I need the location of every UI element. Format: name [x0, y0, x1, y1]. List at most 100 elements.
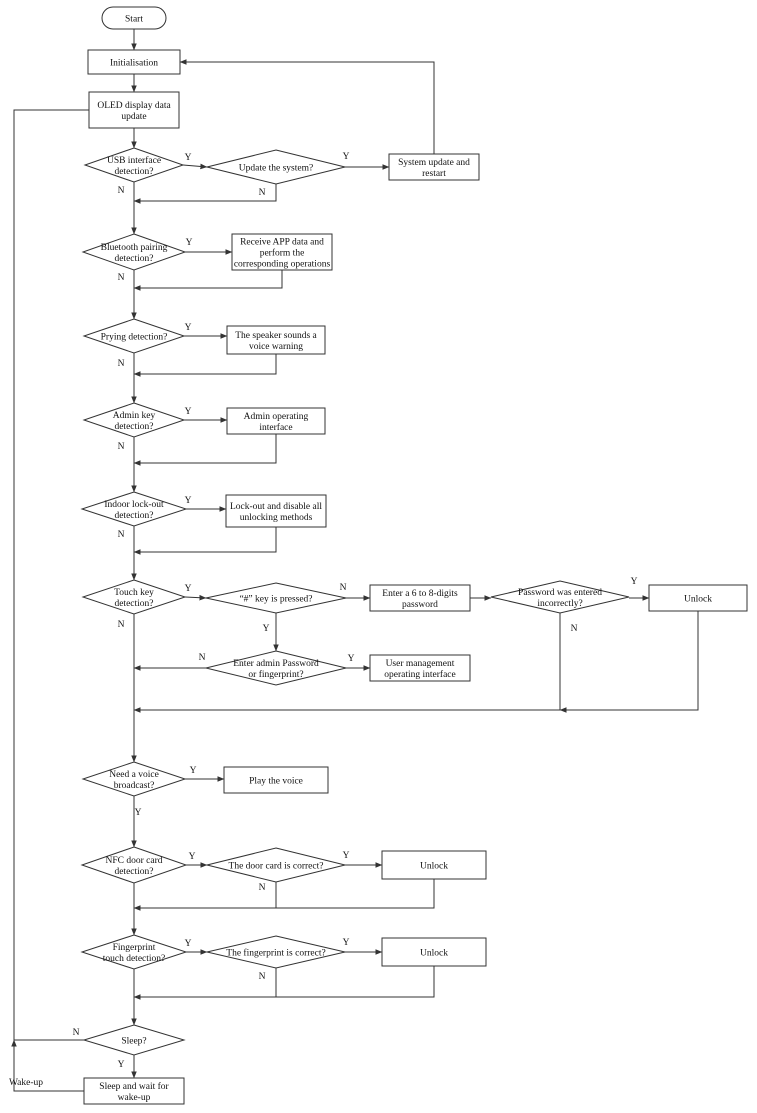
process-shape	[388, 153, 480, 181]
connector	[133, 270, 283, 291]
node-label: operating interface	[384, 669, 455, 680]
no-label: N	[259, 188, 266, 198]
connector	[133, 184, 277, 204]
no-label: N	[118, 620, 125, 630]
process-shape	[381, 937, 487, 967]
node-label: Unlock	[420, 862, 448, 872]
decision-shape	[83, 147, 185, 183]
process-shape	[223, 766, 329, 794]
no-label: N	[199, 653, 206, 663]
node-label: incorrectly?	[537, 599, 582, 609]
node-label: Enter a 6 to 8-digits	[382, 589, 458, 599]
node-label: Password was entered	[518, 588, 602, 598]
yes-label: Y	[190, 766, 197, 776]
node-label: Bluetooth pairing	[101, 243, 168, 253]
node-start: Start	[101, 6, 167, 30]
node-label: Indoor lock-out	[104, 500, 164, 510]
no-label: N	[118, 273, 125, 283]
node-label: interface	[259, 422, 292, 433]
node-label: Admin key	[113, 411, 156, 421]
yes-label: Y	[348, 654, 355, 664]
decision-shape	[205, 650, 347, 686]
connector	[184, 594, 207, 601]
decision-shape	[82, 402, 186, 438]
process-shape	[226, 325, 326, 355]
node-unlock1: Unlock	[648, 584, 748, 612]
node-label: wake-up	[118, 1093, 151, 1103]
yes-label: Y	[343, 938, 350, 948]
process-shape	[83, 1077, 185, 1105]
node-label: touch detection?	[103, 954, 166, 964]
yes-label: Y	[343, 152, 350, 162]
node-label: Enter admin Password	[233, 659, 319, 669]
process-shape	[369, 654, 471, 682]
node-label: broadcast?	[114, 781, 155, 791]
process-shape	[87, 49, 181, 75]
process-shape	[648, 584, 748, 612]
connector	[13, 109, 89, 1041]
node-hash: “#” key is pressed?	[205, 582, 347, 614]
node-label: Fingerprint	[113, 943, 156, 953]
connector	[559, 611, 699, 713]
node-label: Lock-out and disable all	[230, 502, 322, 512]
yes-label: Y	[185, 496, 192, 506]
node-init: Initialisation	[87, 49, 181, 75]
connector	[133, 434, 277, 466]
node-label: Admin operating	[244, 412, 309, 422]
node-label: restart	[422, 169, 446, 179]
node-label: Update the system?	[239, 164, 313, 174]
node-label: voice warning	[249, 342, 303, 352]
no-label: N	[118, 186, 125, 196]
node-label: detection?	[114, 167, 153, 177]
decision-shape	[81, 761, 187, 797]
yes-label: Y	[185, 407, 192, 417]
process-shape	[226, 407, 326, 435]
yes-label: Y	[185, 153, 192, 163]
yes-label: Y	[185, 584, 192, 594]
decision-shape	[80, 491, 188, 527]
terminal-shape	[101, 6, 167, 30]
node-label: Initialisation	[110, 59, 158, 69]
connector	[133, 527, 277, 555]
yes-label: Y	[185, 939, 192, 949]
node-sleep: Sleep?	[82, 1024, 186, 1056]
no-label: N	[259, 883, 266, 893]
decision-shape	[205, 582, 347, 614]
decision-shape	[81, 579, 187, 615]
node-prying: Prying detection?	[82, 318, 186, 354]
node-label: Start	[125, 15, 143, 25]
yes-label: Y	[185, 323, 192, 333]
node-label: or fingerprint?	[248, 669, 303, 680]
node-label: Receive APP data and	[240, 238, 324, 248]
decision-shape	[206, 847, 346, 883]
node-label: Prying detection?	[101, 333, 168, 343]
decision-shape	[82, 1024, 186, 1056]
node-label: detection?	[114, 867, 153, 877]
node-label: User management	[386, 659, 455, 669]
node-label: Touch key	[114, 588, 154, 598]
node-label: The door card is correct?	[229, 862, 324, 872]
node-label: NFC door card	[106, 856, 163, 866]
decision-shape	[206, 935, 346, 969]
yes-label: Y	[135, 808, 142, 818]
node-unlock2: Unlock	[381, 850, 487, 880]
no-label: N	[118, 530, 125, 540]
node-finger-ok: The fingerprint is correct?	[206, 935, 346, 969]
no-label: N	[118, 442, 125, 452]
yes-label: Y	[343, 851, 350, 861]
process-shape	[381, 850, 487, 880]
node-label: perform the	[260, 248, 305, 259]
decision-shape	[80, 846, 188, 884]
decision-shape	[490, 580, 630, 614]
